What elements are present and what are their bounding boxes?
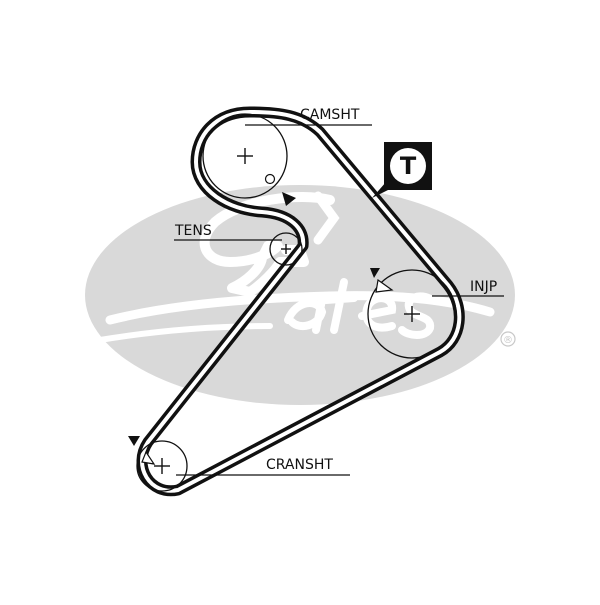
tensioner-pulley-circle	[269, 232, 303, 266]
injection-pump-callout: INJP	[432, 279, 504, 297]
watermark-letter-e	[358, 294, 397, 332]
crankshaft-arrow-icon	[128, 436, 140, 446]
crankshaft-pulley-circle	[136, 440, 188, 492]
tensioner-label: TENS	[174, 223, 212, 239]
tension-badge-letter: T	[400, 152, 417, 180]
camshaft-pulley	[202, 113, 296, 206]
camshaft-label: CAMSHT	[300, 107, 360, 123]
injection-pump-pulley-circle	[367, 269, 457, 359]
crankshaft-pulley	[128, 436, 188, 492]
watermark-letter-g-hook	[313, 191, 340, 245]
tension-badge-circle	[390, 148, 426, 184]
crankshaft-label: CRANSHT	[266, 457, 333, 473]
camshaft-pulley-circle	[202, 113, 288, 199]
belt-path-inner	[140, 110, 462, 493]
registered-symbol: ®	[503, 335, 513, 346]
injection-pump-label: INJP	[470, 279, 497, 295]
injection-pump-pulley	[367, 268, 457, 359]
crankshaft-callout: CRANSHT	[176, 457, 350, 476]
camshaft-callout: CAMSHT	[245, 107, 372, 126]
timing-belt	[136, 106, 465, 497]
watermark-letter-t	[322, 278, 358, 334]
injection-pump-arrow-icon	[370, 268, 380, 278]
tensioner-callout: TENS	[174, 223, 282, 241]
watermark-letter-s	[398, 292, 436, 339]
injection-pump-timing-mark	[375, 278, 394, 293]
watermark-letter-a	[284, 296, 327, 334]
registered-mark	[500, 331, 516, 347]
watermark-swoosh-lower	[97, 323, 273, 343]
crankshaft-timing-mark	[141, 450, 156, 465]
tensioner-pulley	[269, 232, 303, 266]
camshaft-arrow-icon	[282, 192, 296, 206]
tension-badge: T	[372, 142, 432, 198]
camshaft-timing-mark	[264, 173, 276, 185]
